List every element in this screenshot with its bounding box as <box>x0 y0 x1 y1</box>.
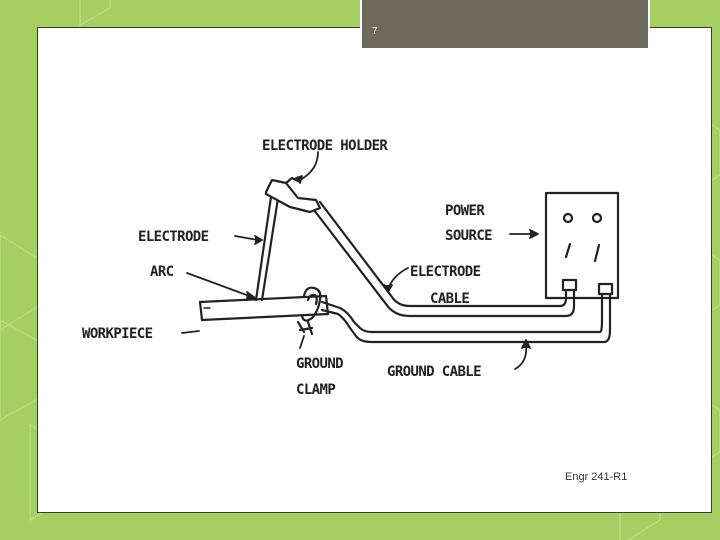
label-ground-clamp-line2: CLAMP <box>296 382 335 398</box>
ground-cable <box>320 282 614 344</box>
label-power-source-line1: POWER <box>445 203 485 219</box>
power-source-box <box>544 191 620 300</box>
label-electrode: ELECTRODE <box>138 229 209 245</box>
page-number-tab <box>360 0 650 50</box>
label-electrode-cable-line1: ELECTRODE <box>410 264 481 280</box>
label-arc: ARC <box>150 264 174 280</box>
label-workpiece: WORKPIECE <box>82 326 153 342</box>
label-ground-cable: GROUND CABLE <box>387 364 481 380</box>
label-electrode-holder: ELECTRODE HOLDER <box>262 138 388 154</box>
label-electrode-cable-line2: CABLE <box>430 291 469 307</box>
page-number: 7 <box>372 26 378 37</box>
ground-clamp <box>296 286 322 336</box>
label-power-source-line2: SOURCE <box>445 228 492 244</box>
electrode-rod <box>254 188 281 302</box>
electrode-cable <box>312 200 578 318</box>
electrode-holder <box>264 176 322 214</box>
slide-footer: Engr 241-R1 <box>565 471 628 483</box>
label-ground-clamp-line1: GROUND <box>296 356 343 372</box>
leader-lines <box>181 151 539 370</box>
